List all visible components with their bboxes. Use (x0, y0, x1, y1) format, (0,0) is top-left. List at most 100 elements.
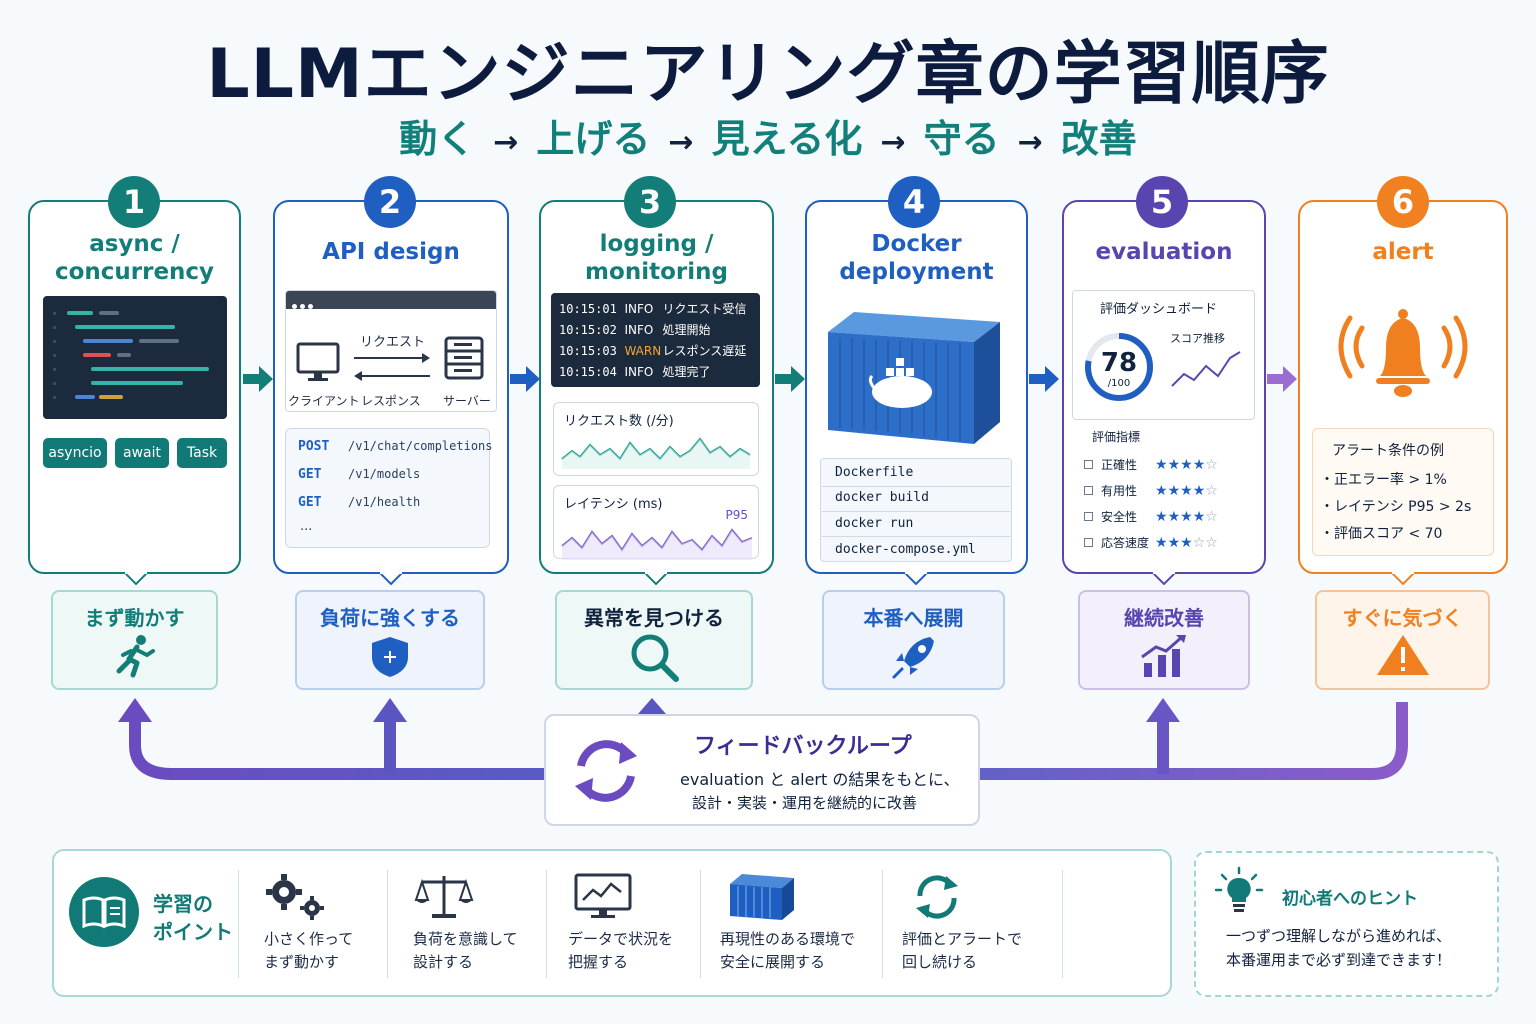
star-filled-icon: ★ (1192, 457, 1206, 473)
step-title: API design (322, 239, 460, 265)
score-trend-chart (1171, 351, 1241, 387)
subtitle-step: 見える化 (711, 117, 863, 161)
divider (882, 870, 883, 978)
point-text: 小さく作ってまず動かす (264, 930, 354, 971)
star-filled-icon: ★ (1155, 483, 1168, 499)
divider (1062, 870, 1063, 978)
running-person-icon (116, 635, 155, 678)
flow-arrow (510, 366, 540, 392)
subtitle-arrow: → (880, 125, 906, 160)
score-ring (1085, 333, 1153, 401)
refresh-cycle-icon (575, 740, 637, 802)
tip-line: 一つずつ理解しながら進めれば、 (1226, 927, 1452, 945)
subtitle-arrow: → (493, 125, 519, 160)
star-filled-icon: ★ (1167, 535, 1181, 551)
star-rating: ★★★★☆ (1155, 457, 1218, 473)
subtitle-flow: 動く→上げる→見える化→守る→改善 (0, 108, 1536, 163)
divider (238, 870, 239, 978)
code-editor-illustration (43, 296, 227, 419)
sparkline-teal (561, 437, 751, 469)
container-icon (730, 874, 794, 920)
caption-box: 負荷に強くする (295, 590, 485, 690)
latency-chart: レイテンシ (ms) P95 (553, 485, 759, 560)
dashboard-label: 評価ダッシュボード (1100, 302, 1218, 317)
sparkline-purple (561, 528, 753, 560)
endpoint-ellipsis: ... (300, 519, 313, 534)
response-label: レスポンス (361, 394, 421, 408)
star-filled-icon: ★ (1192, 509, 1206, 525)
cycle-icon (916, 875, 958, 919)
page-title: LLMエンジニアリング章の学習順序 (206, 35, 1330, 114)
client-label: クライアント (288, 394, 360, 408)
star-filled-icon: ★ (1155, 509, 1168, 525)
tag-pill: Task (177, 438, 227, 468)
log-line: 10:15:03 WARNレスポンス遅延 (559, 344, 747, 358)
rocket-icon (892, 637, 934, 679)
star-filled-icon: ★ (1180, 535, 1193, 551)
flow-arrow (1029, 366, 1059, 392)
metric-row: 応答速度★★★☆☆ (1084, 534, 1218, 551)
step-number-badge: 1 (108, 176, 160, 228)
star-rating: ★★★★☆ (1155, 509, 1218, 525)
star-rating: ★★★★☆ (1155, 483, 1218, 499)
feedback-line: 設計・実装・運用を継続的に改善 (692, 794, 918, 812)
p95-tag: P95 (725, 508, 748, 522)
star-filled-icon: ★ (1167, 483, 1181, 499)
step-number-badge: 2 (364, 176, 416, 228)
step-number-badge: 4 (888, 176, 940, 228)
step-number-badge: 5 (1136, 176, 1188, 228)
request-count-chart: リクエスト数 (/分) (553, 402, 759, 476)
request-label: リクエスト (360, 335, 426, 350)
alert-condition: ・評価スコア < 70 (1320, 526, 1443, 542)
evaluation-dashboard (1072, 290, 1255, 420)
lightbulb-icon (1214, 866, 1264, 912)
star-filled-icon: ★ (1167, 457, 1181, 473)
pointer-tail (124, 572, 148, 586)
endpoint-list (285, 428, 490, 548)
point-text: データで状況を把握する (568, 930, 674, 971)
flow-arrow (775, 366, 805, 392)
subtitle-step: 上げる (536, 117, 651, 161)
tip-title: 初心者へのヒント (1282, 889, 1418, 909)
metric-row: 安全性★★★★☆ (1084, 508, 1218, 525)
pointer-tail (644, 572, 668, 586)
point-text: 再現性のある環境で安全に展開する (720, 930, 856, 971)
alert-condition: ・レイテンシ P95 > 2s (1320, 499, 1472, 515)
star-filled-icon: ★ (1155, 457, 1168, 473)
subtitle-arrow: → (1017, 125, 1043, 160)
divider (700, 870, 701, 978)
score-value: 78 (1100, 348, 1138, 378)
star-filled-icon: ★ (1167, 509, 1181, 525)
chart-label: レイテンシ (ms) (564, 497, 663, 512)
scale-icon (414, 876, 474, 918)
star-filled-icon: ★ (1180, 509, 1193, 525)
caption-box: すぐに気づく (1315, 590, 1490, 690)
caption-box: 継続改善 (1078, 590, 1250, 690)
alert-condition: ・正エラー率 > 1% (1320, 472, 1447, 488)
tag-pill: asyncio (43, 438, 107, 468)
endpoint-row: GET/v1/models (298, 467, 421, 482)
step-number-badge: 3 (624, 176, 676, 228)
metric-row: 正確性★★★★☆ (1084, 456, 1218, 473)
feedback-loop-box (544, 714, 980, 826)
book-icon (69, 877, 139, 947)
endpoint-row: POST/v1/chat/completions (298, 439, 493, 454)
code-lines-icon (53, 311, 209, 399)
docker-command-list (820, 458, 1012, 562)
docker-command: docker run (835, 516, 914, 531)
magnifier-icon (631, 634, 679, 682)
step-title: logging /monitoring (585, 231, 728, 285)
step-title: evaluation (1095, 239, 1233, 265)
divider (546, 870, 547, 978)
request-response-arrows (354, 353, 430, 381)
warning-icon (1376, 635, 1429, 675)
star-rating: ★★★☆☆ (1155, 535, 1218, 551)
caption-box: まず動かす (51, 590, 218, 690)
pointer-tail (1391, 572, 1415, 586)
step-number-badge: 6 (1377, 176, 1429, 228)
chart-label: リクエスト数 (/分) (564, 414, 674, 429)
